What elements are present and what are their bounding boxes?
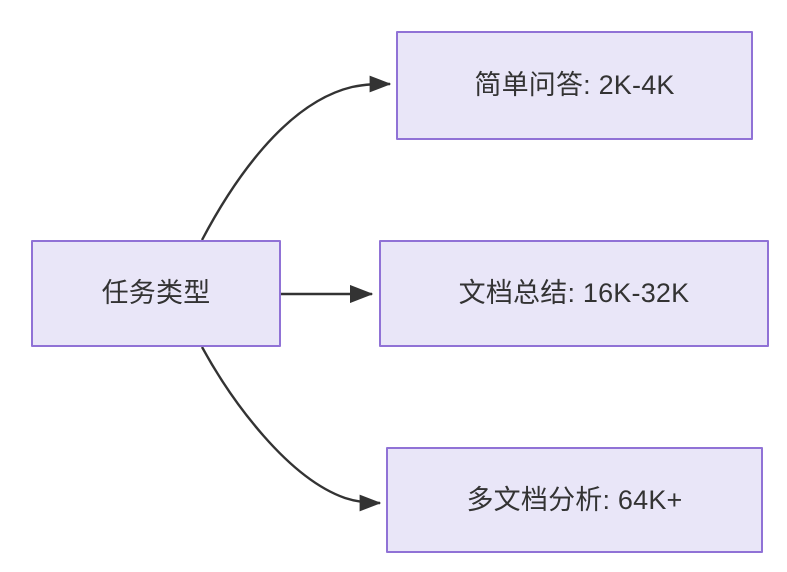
node-label: 任务类型 [101,278,211,309]
node-label: 简单问答: 2K-4K [474,70,675,101]
node-label: 文档总结: 16K-32K [458,278,690,309]
node-simple-qa[interactable]: 简单问答: 2K-4K [396,31,753,140]
edge-root-to-multidoc [200,346,382,512]
node-task-type[interactable]: 任务类型 [31,240,281,347]
node-label: 多文档分析: 64K+ [466,484,683,515]
edge-root-to-qa [200,75,392,241]
node-multi-document-analysis[interactable]: 多文档分析: 64K+ [386,447,763,553]
node-document-summary[interactable]: 文档总结: 16K-32K [379,240,769,347]
